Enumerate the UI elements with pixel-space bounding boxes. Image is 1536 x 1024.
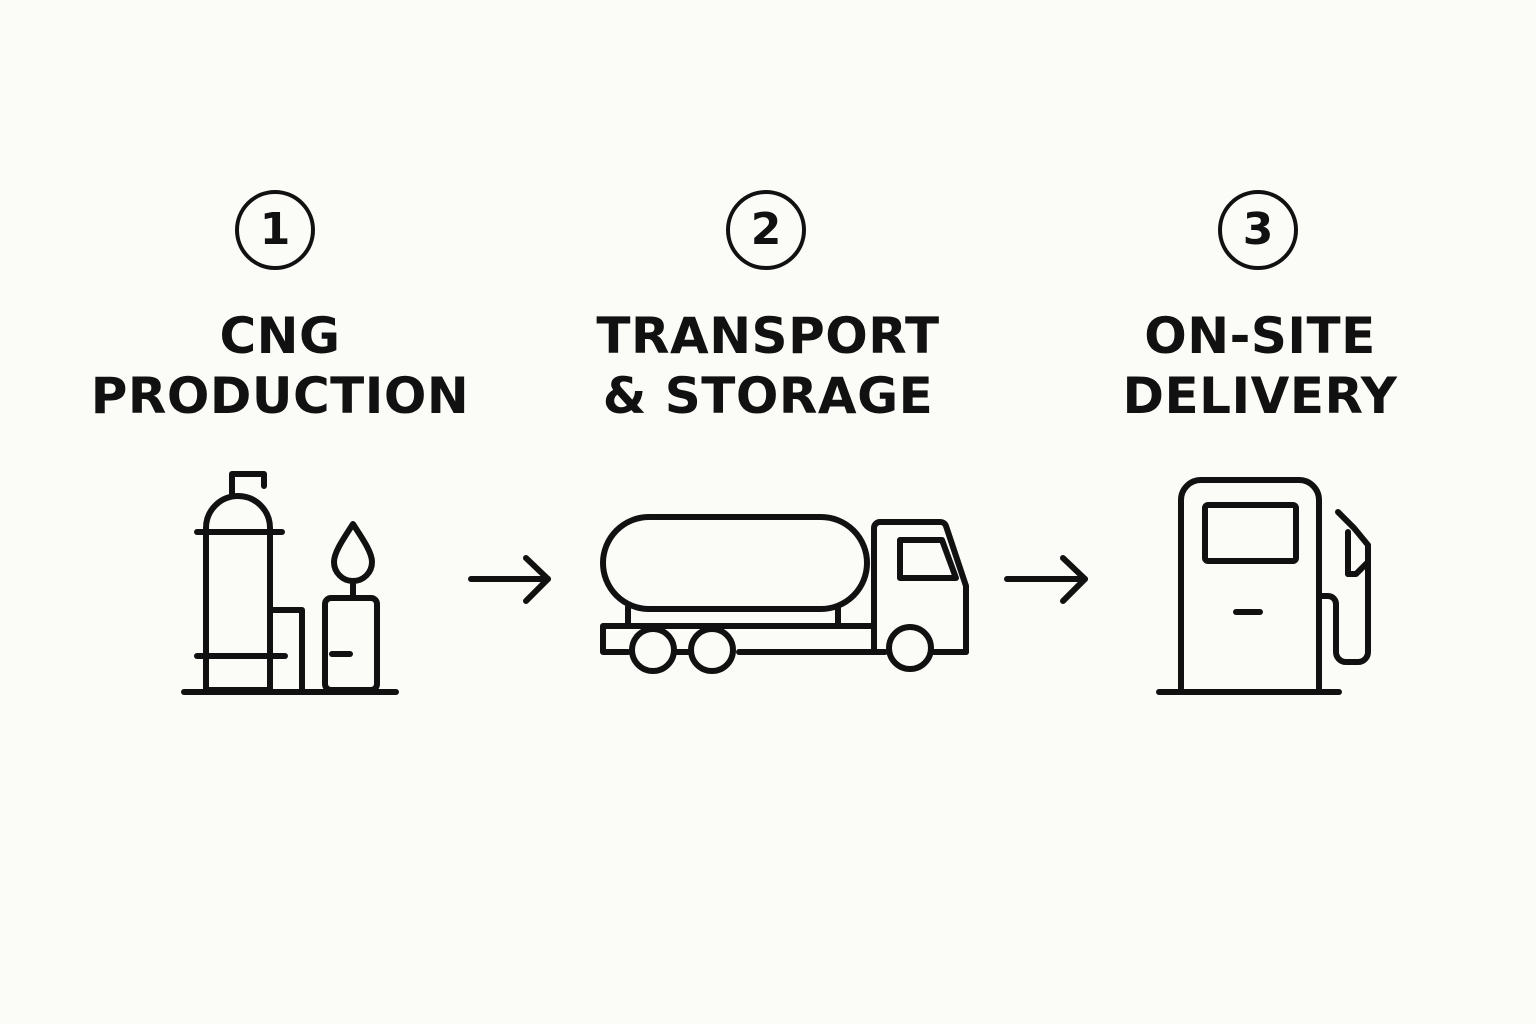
step-number-badge: 3 <box>1218 190 1298 270</box>
tanker-truck-icon <box>600 514 969 674</box>
step-title-line-1: TRANSPORT <box>596 307 940 365</box>
step-title-line-2: & STORAGE <box>602 367 934 425</box>
step-title: ON-SITE DELIVERY <box>1050 306 1470 426</box>
step-title-line-1: CNG <box>219 307 341 365</box>
arrow-right-icon <box>1004 555 1088 604</box>
step-transport-storage: 2 TRANSPORT & STORAGE <box>558 0 978 1024</box>
step-title-line-2: PRODUCTION <box>90 367 470 425</box>
gas-production-plant-icon <box>181 471 399 695</box>
step-cng-production: 1 CNG PRODUCTION <box>70 0 490 1024</box>
step-number-badge: 1 <box>235 190 315 270</box>
step-title: TRANSPORT & STORAGE <box>558 306 978 426</box>
step-title: CNG PRODUCTION <box>70 306 490 426</box>
fuel-pump-icon <box>1156 477 1371 695</box>
step-number-badge: 2 <box>726 190 806 270</box>
step-title-line-1: ON-SITE <box>1144 307 1376 365</box>
arrow-right-icon <box>468 555 551 604</box>
step-on-site-delivery: 3 ON-SITE DELIVERY <box>1050 0 1470 1024</box>
step-title-line-2: DELIVERY <box>1122 367 1398 425</box>
